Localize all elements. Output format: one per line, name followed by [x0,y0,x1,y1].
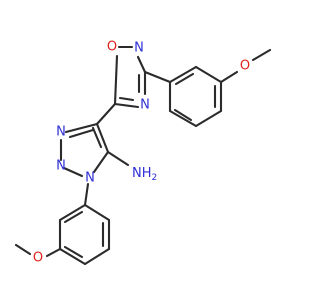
oxygen-label-methoxy-bottom: O [33,251,43,266]
bond-tri-c5-c4 [95,122,110,154]
bond-tri-c4-n3 [64,122,99,134]
bond-tri-c4-n3-inner [68,128,95,139]
structure-svg: O O N N N N N NH2 O [14,40,272,266]
bond-o-bottom-methyl [14,243,32,256]
molecule-diagram: O O N N N N N NH2 O [14,39,272,266]
bond-ar2 [194,109,223,128]
bond-tri-c5-c4-inner [91,126,103,149]
bond-br3 [83,247,111,266]
nitrogen-label-triazole-n3: N [56,125,66,140]
bond-n1-ring [83,182,90,207]
bond-br4-inner [63,245,84,259]
bond-ar6 [194,65,223,84]
bond-methyl-o-top [251,48,272,62]
bond-br6-inner [63,210,84,224]
bond-ar5 [168,65,198,84]
bond-ox-tri [95,102,117,126]
bond-ox-o1-c5 [113,54,119,106]
amine-label: NH2 [132,166,157,184]
bond-ox-c5-n4-inner [118,96,135,102]
nitrogen-label-oxadiazole-bottom: N [140,98,150,113]
bond-ar3 [168,109,198,128]
bond-br6 [58,203,87,222]
oxygen-label-methoxy-top: O [240,59,250,74]
bond-br4 [58,247,87,266]
bond-tri-n1-c5 [92,150,110,174]
bond-o-top-ring [219,70,239,84]
bonds [14,45,272,266]
bond-tri-n2-n1 [62,166,84,178]
atom-labels: O O N N N N N NH2 O [33,40,250,266]
nitrogen-label-triazole-n1: N [85,171,95,186]
amine-subscript: 2 [152,173,158,183]
nitrogen-label-oxadiazole-top: N [134,41,144,56]
bond-br1 [83,203,111,222]
bond-ar5-inner [174,72,195,86]
bond-c5-nh2 [106,150,130,167]
bond-ar-ox [143,70,172,84]
oxygen-label-oxadiazole: O [107,40,117,55]
bond-ring-o-bottom [45,247,62,258]
bond-ox-c3-n2 [136,55,147,74]
amine-nh: NH [132,166,152,181]
bond-ox-c5-n4 [113,102,140,109]
nitrogen-label-triazole-n2: N [56,159,66,174]
bond-ar3-inner [173,108,193,122]
